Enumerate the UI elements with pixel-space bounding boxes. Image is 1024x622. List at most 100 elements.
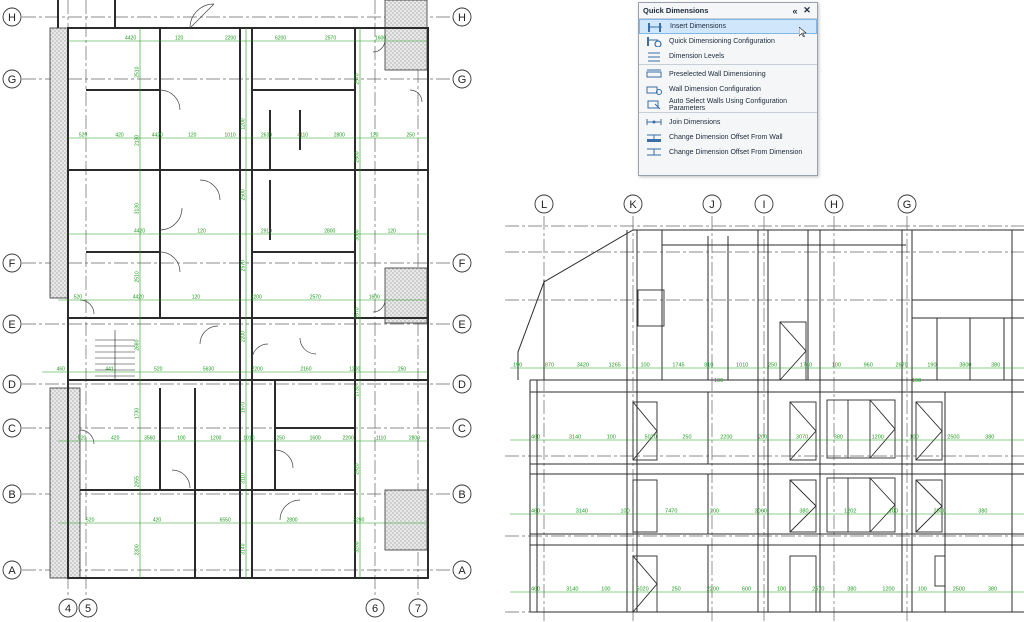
grid-bubble-label: F (459, 258, 466, 270)
dimension-label: 120 (188, 133, 197, 139)
dimension-label: 100 (177, 436, 186, 442)
grid-bubble-label: A (458, 565, 466, 577)
plan-walls (57, 0, 429, 579)
menu-item-auto-select-walls-using-configuration-parameters[interactable]: Auto Select Walls Using Configuration Pa… (639, 97, 817, 112)
grid-bubble-label: B (458, 489, 465, 501)
dimension-label: 100 (889, 509, 898, 515)
dimension-label: 1200 (241, 118, 247, 129)
dimension-label: 250 (768, 363, 777, 369)
dimension-label: 3800 (959, 363, 971, 369)
close-icon[interactable]: ✕ (803, 5, 811, 15)
grid-bubble-k: K (623, 194, 643, 214)
menu-item-change-dimension-offset-from-dimension[interactable]: Change Dimension Offset From Dimension (639, 145, 817, 160)
dimension-label: 100 (909, 435, 918, 441)
grid-bubble-label: I (762, 199, 765, 211)
hatched-wall-top-right (384, 0, 428, 71)
dimension-label: 190 (912, 378, 921, 384)
grid-bubble-label: F (9, 258, 16, 270)
grid-bubble-label: J (709, 199, 715, 211)
grid-bubble-g: G (2, 69, 22, 89)
dimension-label: 2570 (241, 260, 247, 271)
dimension-label: 3560 (144, 436, 155, 442)
menu-item-insert-dimensions[interactable]: Insert Dimensions (639, 19, 817, 34)
grid-bubble-c: C (2, 418, 22, 438)
dimension-label: 1730 (355, 385, 361, 396)
grid-bubble-h: H (824, 194, 844, 214)
dimension-label: 2800 (409, 436, 420, 442)
dimension-label: 2800 (324, 229, 335, 235)
wall-dimension-configuration-icon (646, 86, 662, 95)
grid-bubble-b: B (2, 484, 22, 504)
dimension-label: 2200 (707, 587, 719, 593)
grid-bubble-label: K (629, 199, 637, 211)
dimension-label: 2500 (953, 587, 965, 593)
dimension-label: 1200 (872, 435, 884, 441)
panel-header: Quick Dimensions « ✕ (639, 3, 817, 19)
menu-item-label: Quick Dimensioning Configuration (669, 38, 775, 45)
grid-bubble-h: H (2, 7, 22, 27)
floor-plan: 4420120220062002570160052042044201201010… (2, 0, 472, 618)
menu-item-label: Change Dimension Offset From Dimension (669, 149, 803, 156)
hatched-wall-left (49, 27, 69, 299)
menu-item-wall-dimension-configuration[interactable]: Wall Dimension Configuration (639, 82, 817, 97)
dimension-label: 600 (742, 587, 751, 593)
plan-dimension-lines (42, 28, 428, 578)
dimension-label: 520 (74, 295, 83, 301)
dimension-label: 3140 (576, 509, 588, 515)
menu-item-join-dimensions[interactable]: Join Dimensions (639, 115, 817, 130)
grid-bubble-label: H (830, 199, 838, 211)
dimension-label: 100 (607, 435, 616, 441)
grid-bubble-label: G (903, 199, 912, 211)
elevation-grid-lines (505, 216, 1024, 622)
grid-bubble-g: G (897, 194, 917, 214)
dimension-label: 5020 (636, 587, 648, 593)
grid-bubble-5: 5 (78, 598, 98, 618)
dimension-label: 1265 (609, 363, 621, 369)
hatched-wall-bottom-right (384, 489, 428, 551)
double-chevron-left-icon[interactable]: « (792, 5, 798, 16)
menu-item-preselected-wall-dimensioning[interactable]: Preselected Wall Dimensioning (639, 67, 817, 82)
dimension-label: 1200 (882, 587, 894, 593)
menu-item-dimension-levels[interactable]: Dimension Levels (639, 49, 817, 64)
grid-bubble-6: 6 (365, 598, 385, 618)
dimension-label: 1745 (672, 363, 684, 369)
dimension-label: 1600 (375, 36, 386, 42)
menu-item-label: Auto Select Walls Using Configuration Pa… (669, 97, 788, 112)
dimension-label: 4420 (134, 229, 145, 235)
menu-item-quick-dimensioning-configuration[interactable]: Quick Dimensioning Configuration (639, 34, 817, 49)
grid-bubble-7: 7 (408, 598, 428, 618)
dimension-label: 2200 (251, 295, 262, 301)
panel-separator (639, 64, 817, 67)
hatched-wall-mid-right (384, 267, 428, 324)
dimension-label: 1600 (310, 436, 321, 442)
grid-bubble-b: B (452, 484, 472, 504)
grid-bubble-a: A (2, 560, 22, 580)
dimension-levels-icon (648, 52, 660, 62)
grid-bubble-d: D (2, 374, 22, 394)
dimension-label: 2670 (896, 363, 908, 369)
dimension-label: 3290 (353, 518, 364, 524)
dimension-label: 380 (978, 509, 987, 515)
elevation-outlines (517, 229, 1024, 613)
dimension-label: 2200 (720, 435, 732, 441)
grid-bubble-f: F (452, 253, 472, 273)
grid-bubble-e: E (2, 314, 22, 334)
dimension-label: 2200 (225, 36, 236, 42)
dimension-label: 380 (799, 509, 808, 515)
dimension-label: 7470 (665, 509, 677, 515)
grid-bubble-l: L (534, 194, 554, 214)
preselected-wall-dimensioning-icon (646, 69, 662, 78)
dimension-label: 380 (834, 435, 843, 441)
panel-title: Quick Dimensions (643, 6, 709, 15)
dimension-label: 4420 (125, 36, 136, 42)
dimension-label: 1740 (800, 363, 812, 369)
dimension-label: 100 (777, 587, 786, 593)
menu-item-change-dimension-offset-from-wall[interactable]: Change Dimension Offset From Wall (639, 130, 817, 145)
dimension-label: 5020 (645, 435, 657, 441)
dimension-label: 6550 (220, 518, 231, 524)
dimension-label: 870 (545, 363, 554, 369)
